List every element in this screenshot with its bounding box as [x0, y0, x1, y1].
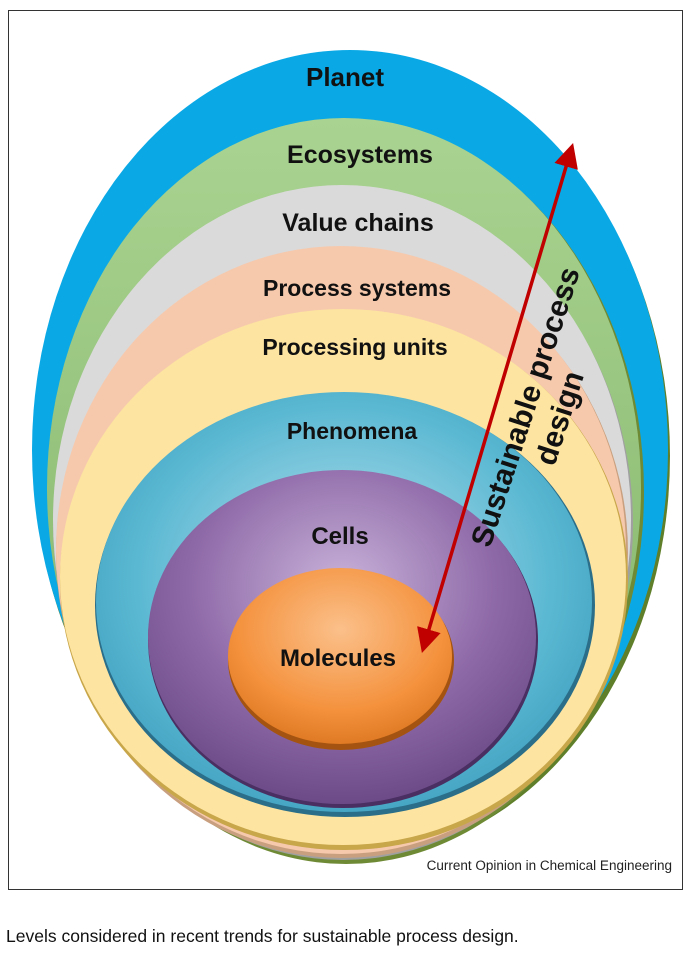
- level-label-phenomena: Phenomena: [287, 418, 418, 444]
- level-label-process-systems: Process systems: [263, 275, 451, 301]
- level-label-value-chains: Value chains: [282, 209, 433, 237]
- journal-credit: Current Opinion in Chemical Engineering: [426, 858, 672, 873]
- level-label-ecosystems: Ecosystems: [287, 141, 433, 169]
- figure-caption: Levels considered in recent trends for s…: [6, 926, 519, 946]
- level-label-planet: Planet: [306, 62, 384, 92]
- nested-levels-diagram: Planet Ecosystems Value chains Process s…: [32, 50, 670, 864]
- level-label-cells: Cells: [311, 523, 368, 550]
- double-arrow: [417, 142, 578, 654]
- level-label-molecules: Molecules: [280, 645, 396, 672]
- level-label-processing-units: Processing units: [262, 334, 447, 360]
- level-molecules: [228, 568, 454, 750]
